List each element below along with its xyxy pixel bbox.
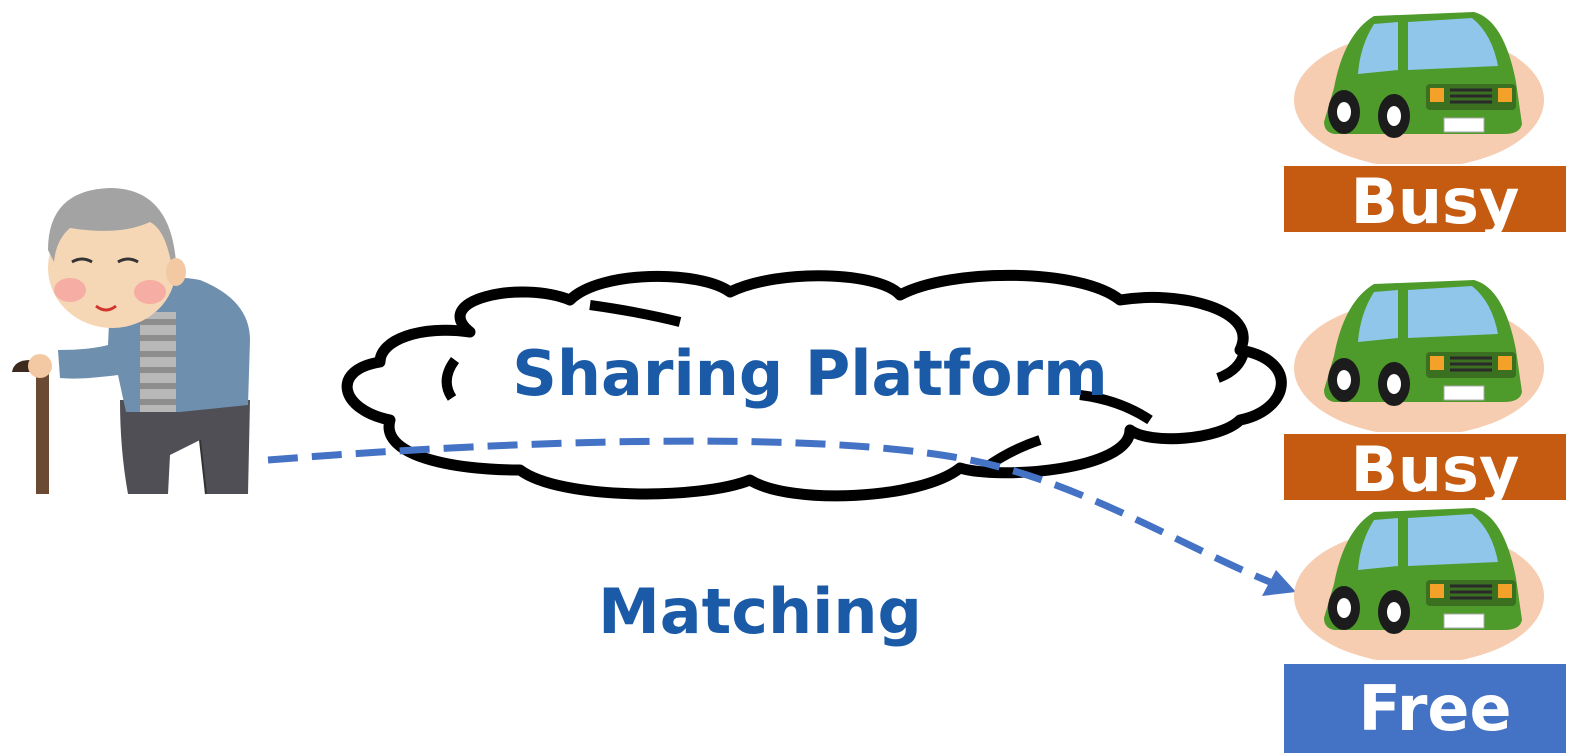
green-car-icon [1294,12,1544,164]
sharing-platform-label: Sharing Platform [512,337,1108,410]
matching-label: Matching [598,575,922,648]
dashed-arrow-icon [267,437,1296,596]
elderly-person-with-cane-icon [12,188,250,495]
vehicle-status-badge: Free [1284,664,1566,753]
green-car-icon [1294,508,1544,660]
green-car-icon [1294,280,1544,432]
vehicle-status-badge: Busy [1284,434,1566,500]
vehicle-status-badge: Busy [1284,166,1566,232]
